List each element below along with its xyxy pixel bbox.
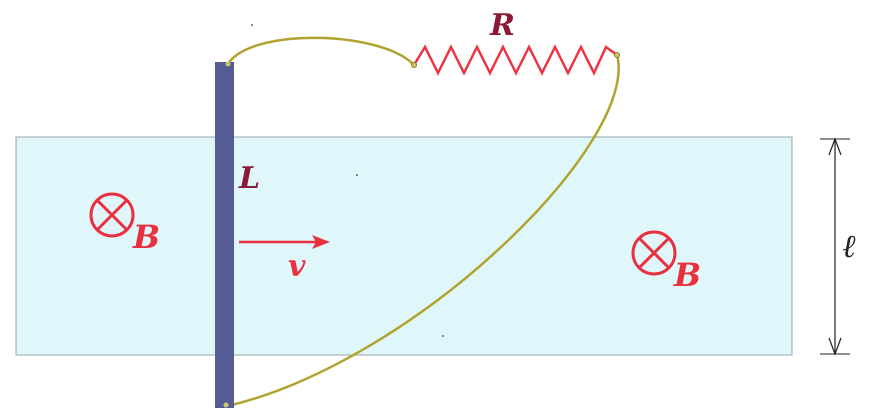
rod-label: L (238, 161, 260, 196)
field-into-page-icon-left (89, 192, 135, 238)
stray-dot (442, 335, 444, 337)
wire-bottom (227, 54, 620, 408)
field-label-left: B (132, 218, 160, 256)
resistor-label: R (489, 8, 515, 43)
resistor (412, 44, 618, 76)
resistor-terminal-left (411, 62, 417, 68)
stray-dot (251, 24, 253, 26)
wire-top (226, 36, 415, 66)
rod-terminal-bottom (223, 402, 229, 408)
velocity-arrowhead (312, 235, 330, 249)
width-label: ℓ (842, 227, 856, 265)
field-label-right: B (673, 256, 701, 294)
field-into-page-icon-right (631, 230, 677, 276)
velocity-label: v (288, 249, 306, 284)
width-dimension (820, 137, 850, 356)
resistor-terminal-right (614, 52, 620, 58)
rod-terminal-top (225, 61, 231, 67)
sliding-rod (215, 62, 234, 408)
stray-dot (356, 174, 358, 176)
